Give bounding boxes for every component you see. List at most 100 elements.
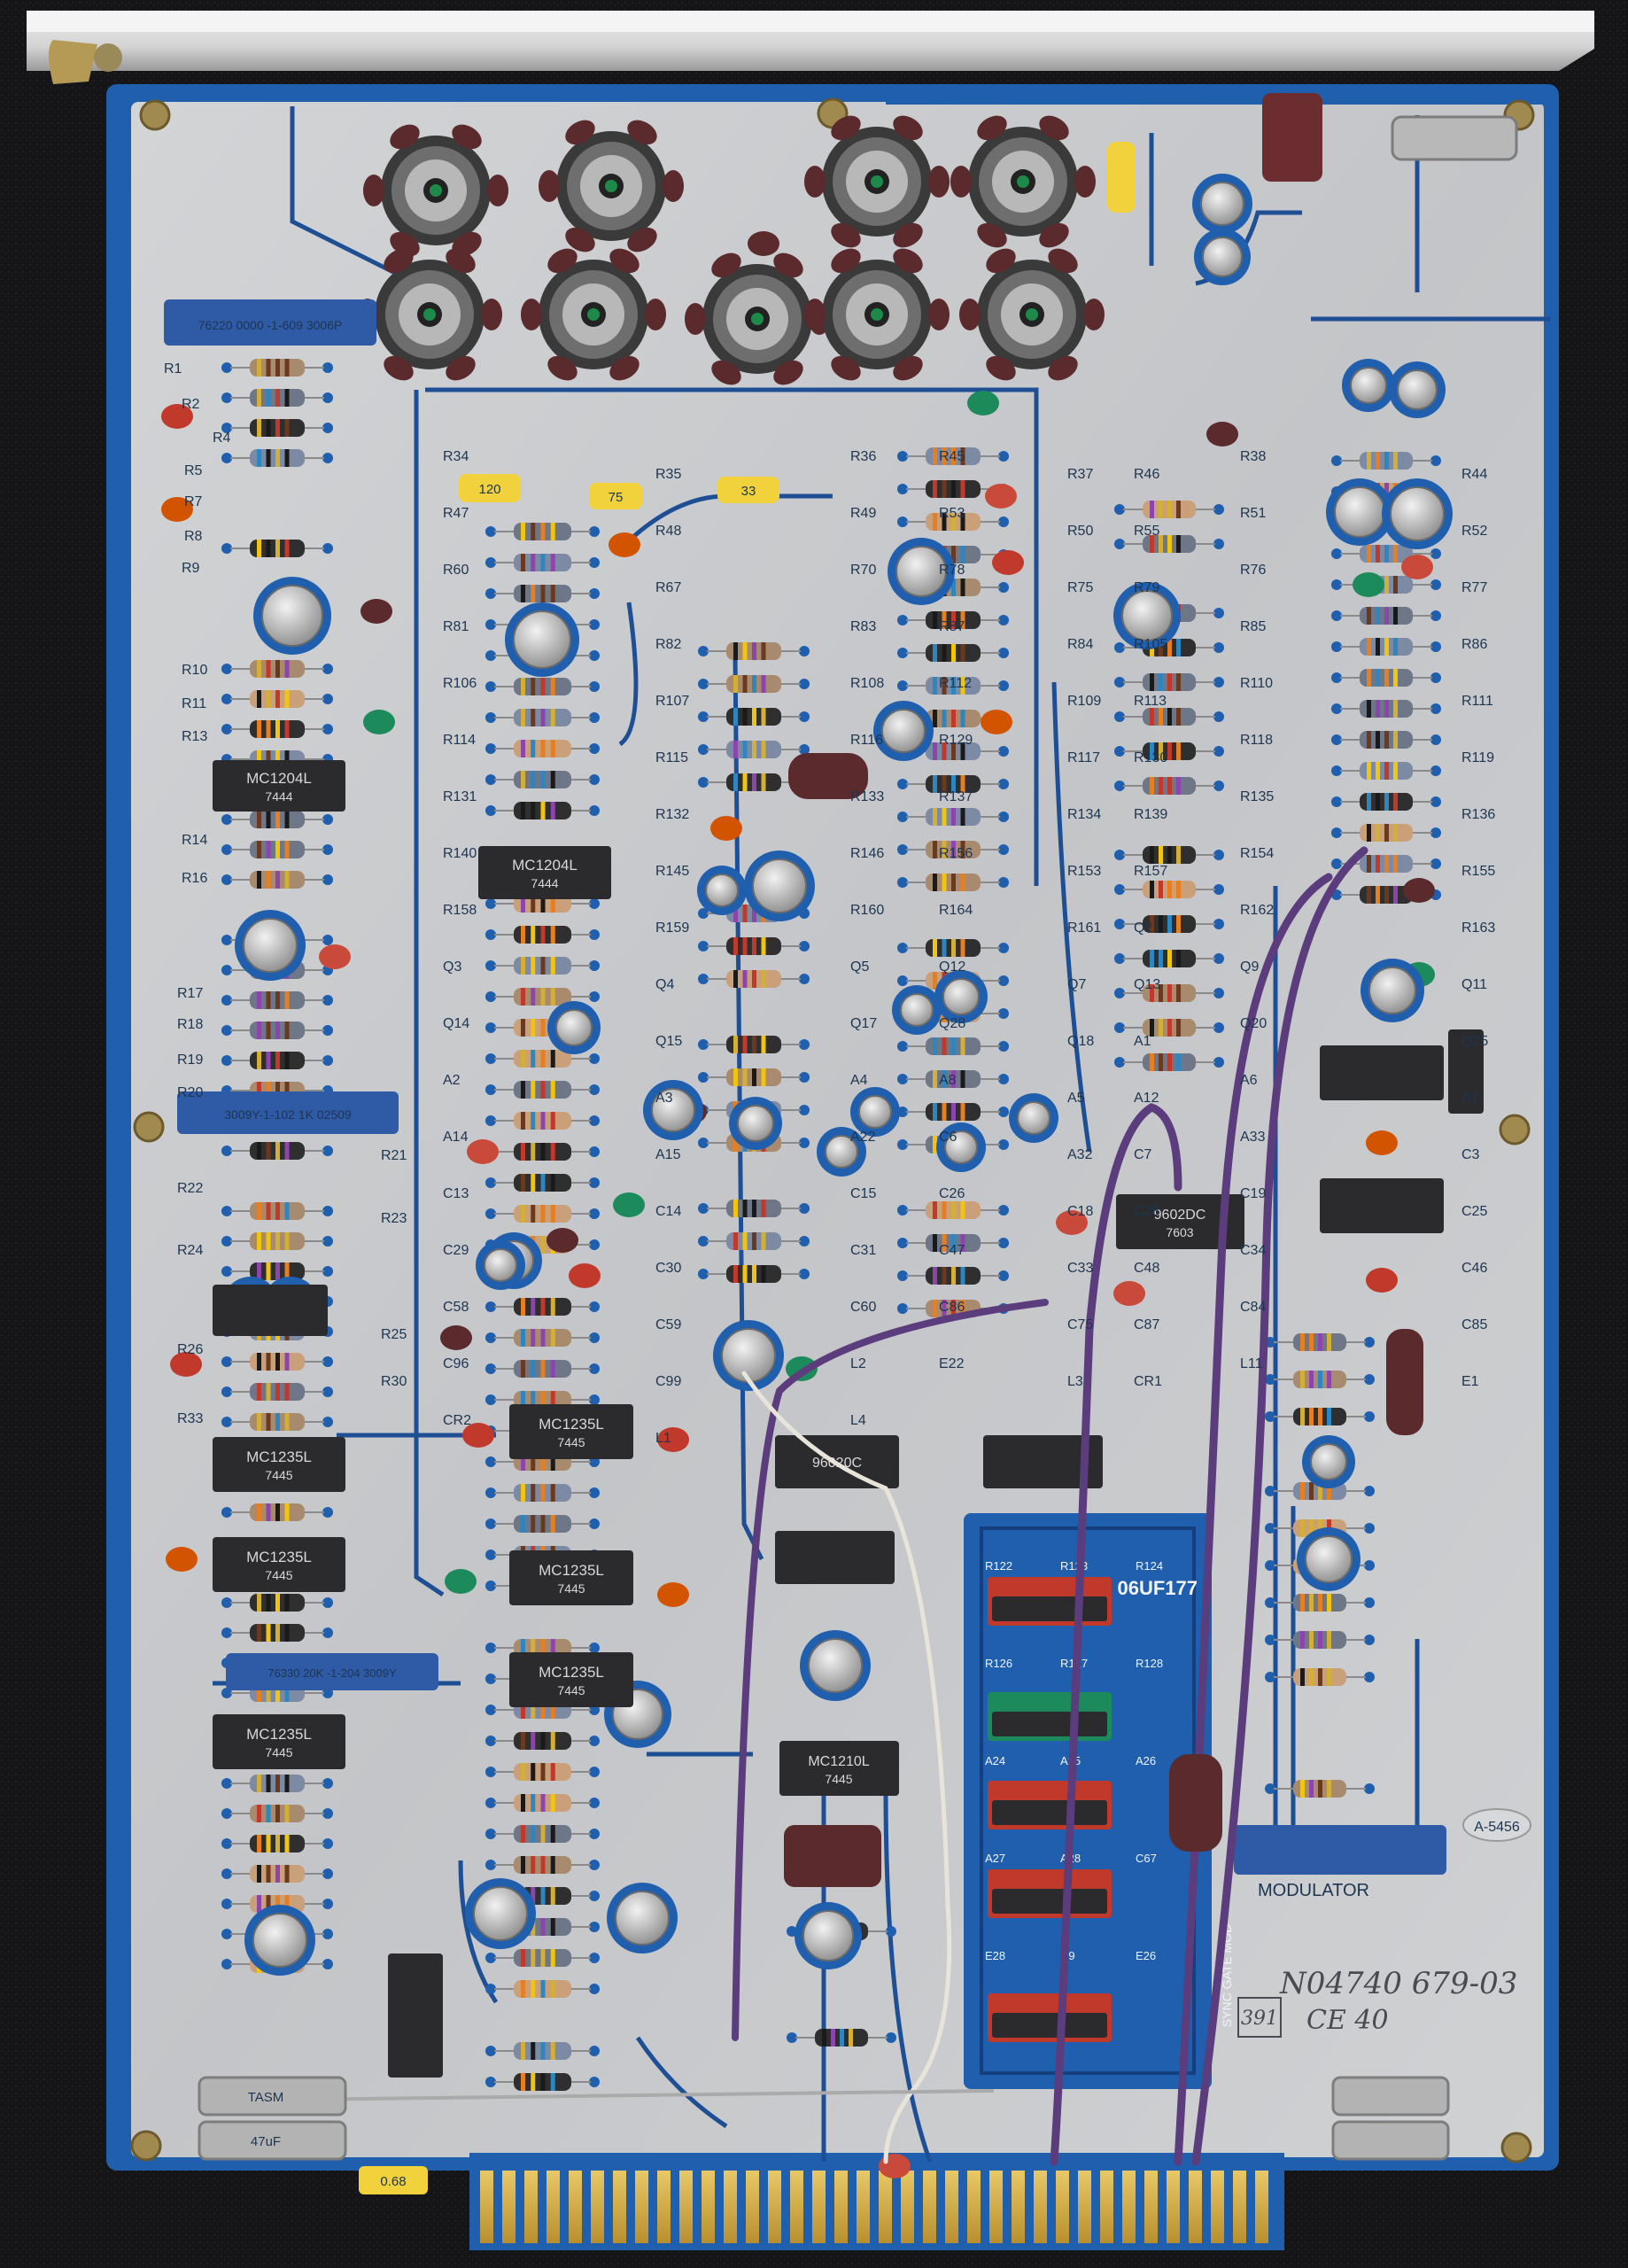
silkscreen-label: R87 — [939, 619, 965, 634]
daughter-board-label: A26 — [1136, 1754, 1156, 1767]
solder-pad — [1114, 677, 1125, 687]
transistor-can — [936, 1122, 986, 1172]
resistor — [707, 773, 801, 791]
silkscreen-label: Q13 — [1134, 977, 1160, 992]
solder-pad — [1331, 610, 1342, 621]
solder-pad — [221, 965, 232, 975]
solder-pad — [998, 648, 1009, 658]
transistor-can — [934, 970, 988, 1023]
ceramic-capacitor — [967, 391, 999, 416]
silkscreen-label: R81 — [443, 619, 469, 634]
solder-pad — [485, 526, 496, 537]
silkscreen-label: Q11 — [1461, 977, 1487, 992]
screw-icon — [1499, 1114, 1531, 1146]
resistor — [707, 1036, 801, 1053]
solder-pad — [1265, 1523, 1275, 1534]
solder-pad — [799, 1236, 810, 1247]
inductor-yellow — [359, 2166, 428, 2194]
solder-pad — [1114, 1022, 1125, 1033]
silkscreen-label: R4 — [213, 431, 231, 446]
solder-pad — [589, 650, 600, 661]
solder-pad — [322, 1899, 333, 1909]
solder-pad — [322, 1146, 333, 1156]
resistor — [230, 1835, 324, 1852]
solder-pad — [1430, 641, 1441, 652]
ceramic-capacitor — [363, 710, 395, 734]
ceramic-capacitor — [319, 944, 351, 969]
solder-pad — [1364, 1337, 1375, 1348]
solder-pad — [485, 898, 496, 909]
silkscreen-label: R17 — [177, 986, 203, 1001]
solder-pad — [998, 975, 1009, 986]
solder-pad — [1213, 1022, 1224, 1033]
silkscreen-label: R77 — [1461, 580, 1487, 595]
solder-pad — [221, 1627, 232, 1638]
solder-pad — [1430, 765, 1441, 776]
silkscreen-label: C47 — [939, 1243, 965, 1258]
solder-pad — [589, 1984, 600, 1994]
ic-chip — [775, 1531, 895, 1584]
resistor — [906, 1103, 1000, 1121]
silkscreen-label: R132 — [655, 807, 689, 822]
solder-pad — [1114, 711, 1125, 722]
solder-pad — [485, 1053, 496, 1064]
mica-cap — [784, 1825, 881, 1887]
resistor — [494, 802, 591, 819]
silkscreen-label: R60 — [443, 563, 469, 578]
solder-pad — [322, 1959, 333, 1969]
connector-finger — [679, 2171, 693, 2243]
solder-pad — [322, 995, 333, 1006]
resistor — [1123, 984, 1215, 1002]
silkscreen-label: R116 — [850, 733, 883, 748]
resistor — [1340, 855, 1432, 873]
silkscreen-label: CR2 — [443, 1413, 471, 1428]
resistor — [230, 660, 324, 678]
transistor-can — [643, 1080, 703, 1140]
ceramic-capacitor — [161, 497, 193, 522]
resistor — [230, 1142, 324, 1160]
solder-pad — [589, 1084, 600, 1095]
solder-pad — [589, 1208, 600, 1219]
resistor — [494, 1732, 591, 1750]
silkscreen-label: A5 — [1067, 1091, 1085, 1106]
resistor — [230, 720, 324, 738]
solder-pad — [485, 1767, 496, 1777]
transistor-can — [607, 1883, 678, 1953]
solder-pad — [589, 1239, 600, 1250]
resistor — [494, 1794, 591, 1812]
solder-pad — [998, 582, 1009, 593]
solder-pad — [589, 1518, 600, 1529]
solder-pad — [485, 557, 496, 568]
solder-pad — [799, 1105, 810, 1115]
silkscreen-label: R86 — [1461, 637, 1487, 652]
solder-pad — [897, 1270, 908, 1281]
solder-pad — [485, 805, 496, 816]
resistor — [1274, 1371, 1366, 1388]
resistor — [1123, 742, 1215, 760]
resistor — [230, 690, 324, 708]
solder-pad — [1213, 919, 1224, 929]
silkscreen-label: R55 — [1134, 524, 1159, 539]
silkscreen-label: R162 — [1240, 903, 1274, 918]
resistor — [1340, 793, 1432, 811]
silkscreen-label: R158 — [443, 903, 477, 918]
solder-pad — [799, 711, 810, 722]
solder-pad — [485, 1456, 496, 1467]
resistor — [230, 1202, 324, 1220]
silkscreen-label: R137 — [939, 789, 973, 804]
resistor — [494, 523, 591, 540]
silkscreen-label: R13 — [182, 729, 207, 744]
cap-value: 75 — [609, 490, 624, 505]
resistor — [707, 1232, 801, 1250]
silkscreen-label: L3 — [1067, 1374, 1083, 1389]
solder-pad — [799, 679, 810, 689]
solder-pad — [221, 1597, 232, 1608]
ic-chip: 9602DC 7603 — [1116, 1194, 1244, 1249]
solder-pad — [998, 451, 1009, 462]
resistor — [906, 1267, 1000, 1285]
solder-pad — [485, 1550, 496, 1560]
stamp-box-number: 391 — [1241, 2008, 1278, 2030]
silkscreen-label: A7 — [1461, 1091, 1479, 1106]
silkscreen-label: A22 — [850, 1130, 876, 1145]
solder-pad — [897, 680, 908, 691]
